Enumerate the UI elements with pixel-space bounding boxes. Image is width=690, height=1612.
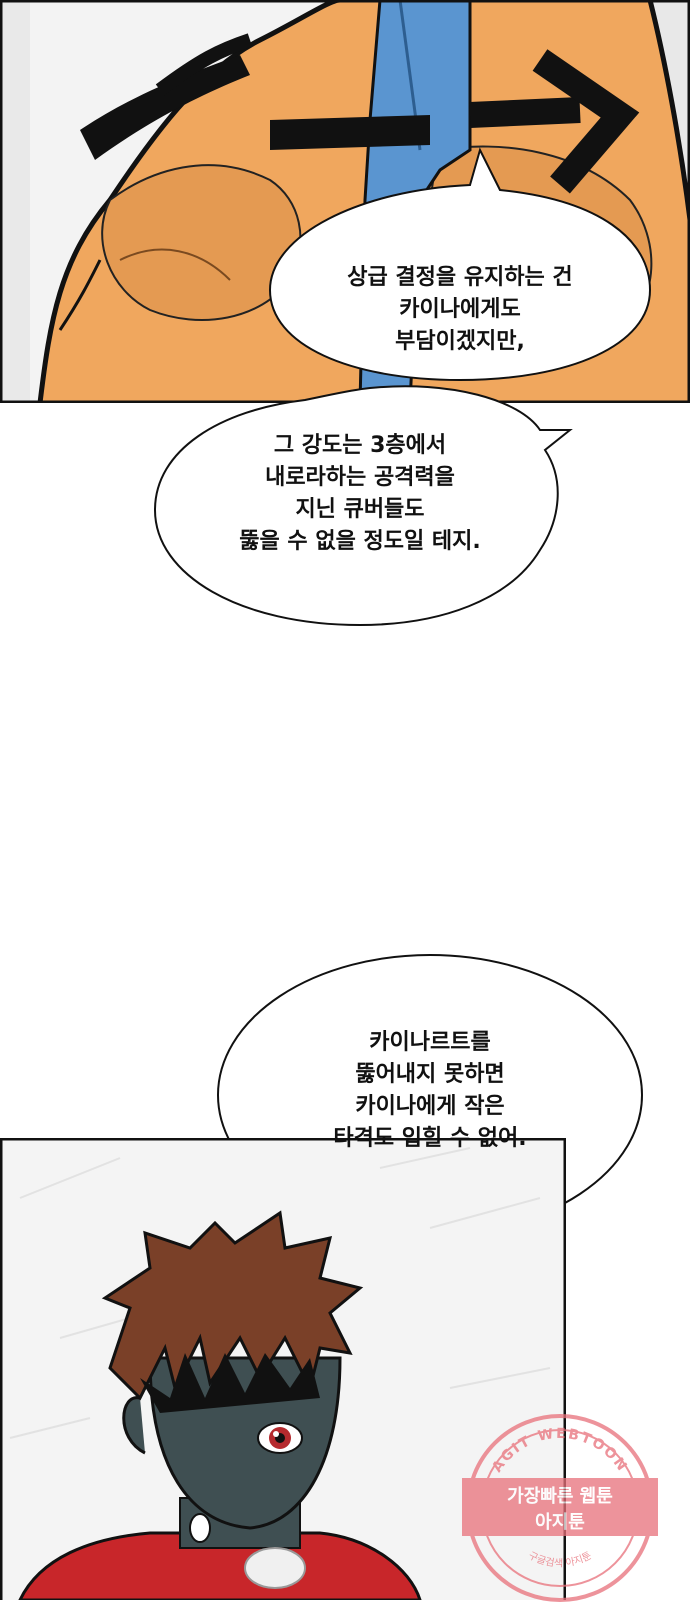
dialogue-line: 지닌 큐버들도	[295, 497, 425, 522]
dialogue-line: 뚫어내지 못하면	[355, 1062, 505, 1087]
svg-text:AGIT WEBTOON: AGIT WEBTOON	[489, 1426, 631, 1476]
speech-bubble-3-text: 카이나르트를 뚫어내지 못하면 카이나에게 작은 타격도 입힐 수 없어.	[250, 1027, 610, 1155]
dialogue-line: 카이나에게도	[399, 297, 521, 322]
dialogue-line: 뚫을 수 없을 정도일 테지.	[239, 529, 481, 554]
speech-bubble-2-text: 그 강도는 3층에서 내로라하는 공격력을 지닌 큐버들도 뚫을 수 없을 정도…	[180, 430, 540, 558]
speech-bubble-1-text: 상급 결정을 유지하는 건 카이나에게도 부담이겠지만,	[290, 262, 630, 358]
svg-text:구글검색 아지툰: 구글검색 아지툰	[526, 1550, 593, 1570]
boy-illustration	[0, 1138, 566, 1600]
dialogue-line: 그 강도는 3층에서	[273, 433, 447, 458]
dialogue-line: 부담이겠지만,	[395, 329, 525, 354]
dialogue-line: 카이나르트를	[369, 1030, 491, 1055]
panel-muscular-back	[0, 0, 690, 403]
dialogue-line: 타격도 입힐 수 없어.	[333, 1126, 527, 1151]
watermark-line2: 아지툰	[535, 1512, 585, 1533]
watermark-stamp: AGIT WEBTOON 가장빠른 웹툰 아지툰 구글검색 아지툰	[460, 1408, 660, 1608]
dialogue-line: 카이나에게 작은	[355, 1094, 505, 1119]
watermark-ring-text: AGIT WEBTOON	[489, 1426, 629, 1476]
dialogue-line: 내로라하는 공격력을	[265, 465, 455, 490]
watermark-line1: 가장빠른 웹툰	[507, 1486, 613, 1507]
panel-boy	[0, 1138, 566, 1600]
dialogue-line: 상급 결정을 유지하는 건	[347, 265, 573, 290]
back-illustration	[0, 0, 690, 403]
watermark-bottom-text: 구글검색 아지툰	[526, 1550, 593, 1570]
